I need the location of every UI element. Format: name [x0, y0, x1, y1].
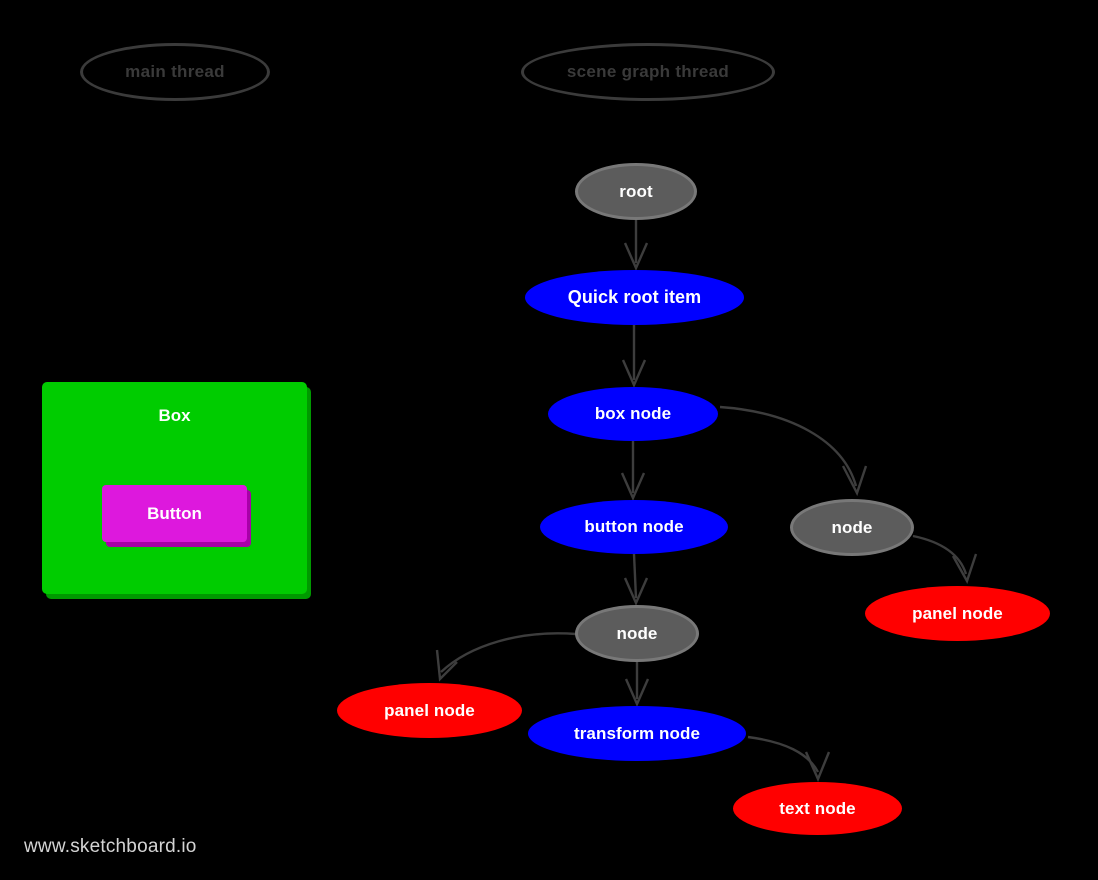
node-panel-node-right-label: panel node: [912, 603, 1003, 623]
node-quick-root-item-label: Quick root item: [567, 287, 702, 307]
node-root-label: root: [619, 181, 653, 201]
edge-node-lower-to-transform-node: [624, 662, 650, 707]
edge-transform-node-to-text-node: [747, 735, 831, 783]
node-node-lower-label: node: [616, 623, 658, 643]
edge-box-node-to-node-right: [719, 405, 868, 497]
node-transform-node-label: transform node: [573, 723, 701, 743]
edge-box-node-to-button-node: [620, 441, 646, 501]
node-node-lower[interactable]: node: [575, 605, 699, 662]
edge-button-node-to-node-lower: [623, 553, 649, 606]
node-panel-node-lower[interactable]: panel node: [337, 683, 522, 738]
edge-quick-root-item-to-box-node: [621, 325, 647, 388]
watermark: www.sketchboard.io: [24, 836, 197, 857]
node-text-node-label: text node: [779, 798, 856, 818]
node-button-node-label: button node: [584, 517, 684, 536]
node-box-node[interactable]: box node: [548, 387, 718, 441]
node-quick-root-item[interactable]: Quick root item: [525, 270, 744, 325]
button-rect[interactable]: Button: [102, 485, 247, 542]
node-root[interactable]: root: [575, 163, 697, 220]
lane-scene-graph-thread-label: scene graph thread: [566, 62, 730, 81]
edge-node-lower-to-panel-node: [435, 632, 577, 682]
node-transform-node[interactable]: transform node: [528, 706, 746, 761]
node-text-node[interactable]: text node: [733, 782, 902, 835]
edge-node-right-to-panel-node: [912, 534, 978, 584]
node-node-right[interactable]: node: [790, 499, 914, 556]
box-rect-label: Box: [158, 406, 191, 425]
button-rect-label: Button: [147, 503, 202, 523]
node-panel-node-lower-label: panel node: [384, 700, 475, 720]
node-button-node[interactable]: button node: [540, 500, 728, 554]
node-node-right-label: node: [831, 517, 873, 537]
node-panel-node-right[interactable]: panel node: [865, 586, 1050, 641]
lane-scene-graph-thread[interactable]: scene graph thread: [521, 43, 775, 101]
lane-main-thread-label: main thread: [125, 62, 225, 81]
lane-main-thread[interactable]: main thread: [80, 43, 270, 101]
edge-root-to-quick-root-item: [623, 220, 649, 271]
node-box-node-label: box node: [594, 404, 672, 423]
